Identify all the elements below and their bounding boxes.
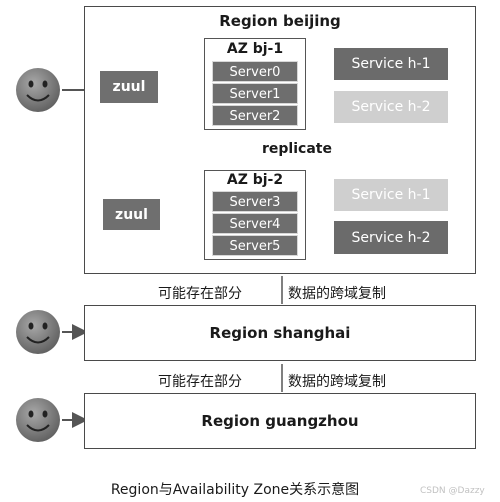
cross-region-note-left: 可能存在部分 <box>158 286 242 302</box>
smiley-face-icon <box>16 68 60 112</box>
server-1: Server1 <box>212 83 298 104</box>
smiley-face-icon <box>16 310 60 354</box>
smiley-face-icon <box>16 398 60 442</box>
service-h-1-bj-2: Service h-1 <box>334 179 448 211</box>
region-shanghai-title: Region shanghai <box>209 324 351 342</box>
service-h-1-bj-1: Service h-1 <box>334 48 448 80</box>
az-bj-2-title: AZ bj-2 <box>226 172 284 188</box>
server-5: Server5 <box>212 235 298 256</box>
cross-region-note-left: 可能存在部分 <box>158 374 242 390</box>
service-h-2-bj-1: Service h-2 <box>334 91 448 123</box>
service-h-2-bj-2: Service h-2 <box>334 221 448 254</box>
az-bj-1-title: AZ bj-1 <box>226 41 284 57</box>
zuul-gateway-bj-2: zuul <box>103 199 160 230</box>
server-3: Server3 <box>212 191 298 212</box>
server-2: Server2 <box>212 105 298 126</box>
region-guangzhou-title: Region guangzhou <box>201 412 359 430</box>
region-beijing-title: Region beijing <box>219 12 341 30</box>
region-guangzhou-box <box>84 393 476 449</box>
cross-region-note-right: 数据的跨域复制 <box>288 374 386 390</box>
replicate-label: replicate <box>262 141 332 157</box>
watermark: CSDN @Dazzy <box>420 486 485 496</box>
region-shanghai-box <box>84 305 476 361</box>
server-0: Server0 <box>212 61 298 82</box>
cross-region-note-right: 数据的跨域复制 <box>288 286 386 302</box>
server-4: Server4 <box>212 213 298 234</box>
figure-caption: Region与Availability Zone关系示意图 <box>110 482 360 498</box>
zuul-gateway-bj-1: zuul <box>100 71 158 103</box>
